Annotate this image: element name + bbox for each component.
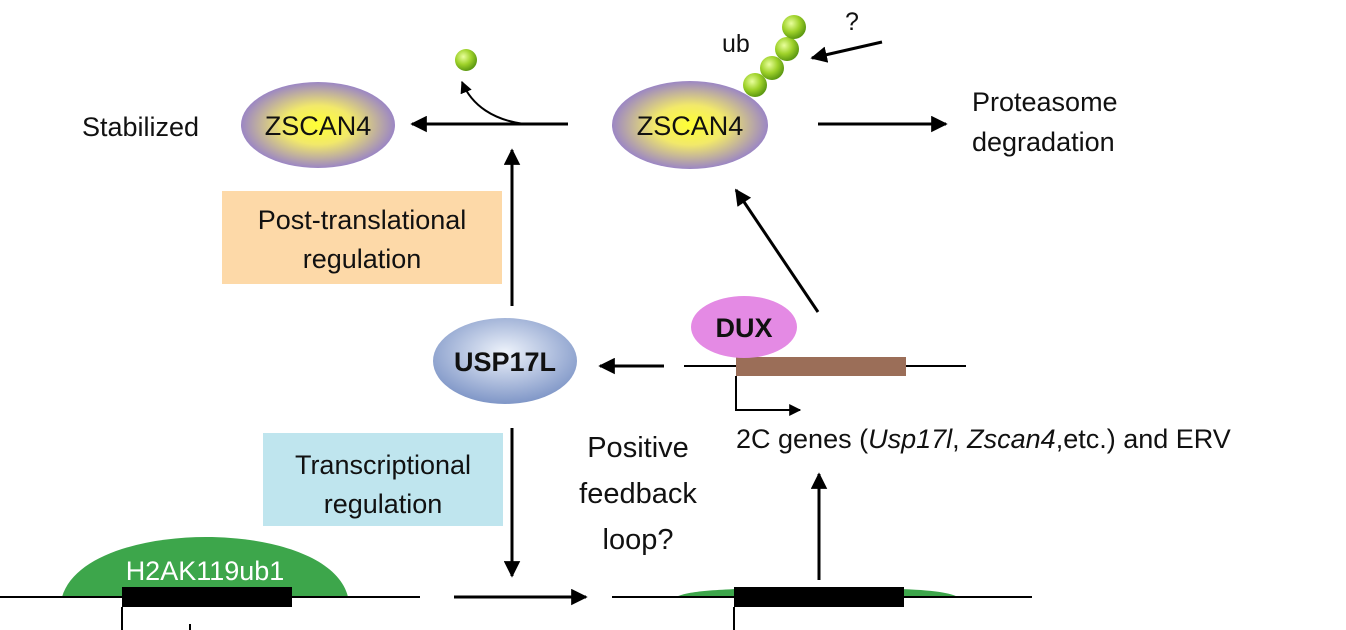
post-translational-box — [222, 191, 502, 284]
usp17l-label: USP17L — [454, 347, 556, 377]
gene-to-zscan4-arrow — [734, 188, 820, 313]
ubiquitin-chain-icon-4 — [782, 15, 806, 39]
zscan4-stabilized-label: ZSCAN4 — [265, 111, 372, 141]
zscan4-ubiquitinated-label: ZSCAN4 — [637, 111, 744, 141]
ubiquitin-chain-icon-3 — [775, 37, 799, 61]
2c-genes-label: 2C genes (Usp17l, Zscan4,etc.) and ERV — [736, 424, 1231, 454]
post-translational-label-line2: regulation — [303, 244, 422, 274]
h2ak119ub1-mark — [62, 537, 348, 597]
zscan4-ubiquitinated-node — [612, 81, 768, 169]
transcriptional-label-line2: regulation — [324, 489, 443, 519]
2c-gene-bar — [736, 357, 906, 376]
unknown-ligase-arrow — [810, 40, 883, 63]
transcriptional-label-line1: Transcriptional — [295, 450, 471, 480]
stabilized-label: Stabilized — [82, 112, 199, 142]
right-gene-bar — [734, 587, 904, 607]
ub-label: ub — [722, 30, 750, 58]
proteasome-label-line1: Proteasome — [972, 87, 1118, 117]
ubiquitin-chain-icon-2 — [760, 56, 784, 80]
proteasome-label-line2: degradation — [972, 127, 1115, 157]
feedback-label-line2: feedback — [579, 478, 697, 510]
feedback-label-line3: loop? — [603, 524, 674, 556]
unknown-ligase-label: ? — [845, 8, 859, 36]
dux-label: DUX — [715, 313, 772, 343]
zscan4-stabilized-node — [241, 82, 395, 168]
usp17l-node — [433, 318, 577, 404]
ubiquitin-release-curve — [460, 80, 525, 125]
feedback-label-line1: Positive — [587, 432, 689, 464]
dux-node — [691, 296, 797, 358]
ubiquitin-chain-icon-1 — [743, 73, 767, 97]
transcription-start-arrow — [735, 376, 802, 416]
post-translational-label-line1: Post-translational — [258, 205, 467, 235]
left-gene-bar — [122, 587, 292, 607]
transcriptional-box — [263, 433, 503, 526]
released-ubiquitin-icon — [455, 49, 477, 71]
h2ak119ub1-label: H2AK119ub1 — [126, 556, 285, 586]
